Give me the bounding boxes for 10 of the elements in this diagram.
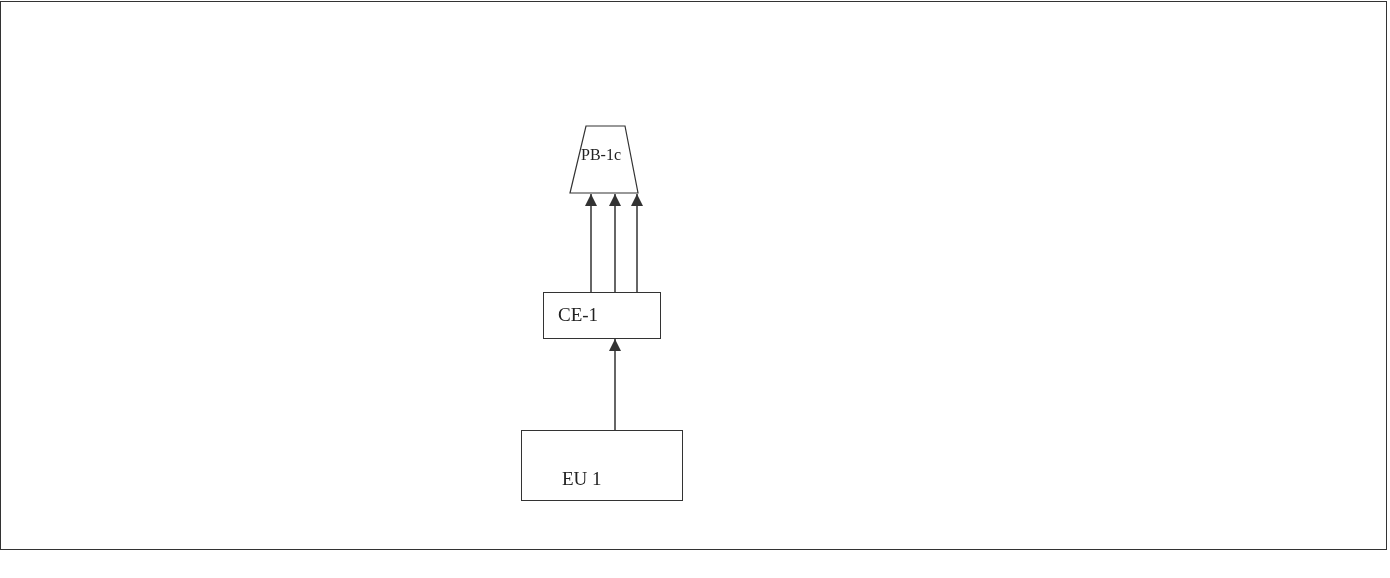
arrow [585,193,597,293]
node-label: CE-1 [558,303,599,327]
arrow [609,193,621,293]
node-label: PB-1c [581,145,621,165]
arrow [609,338,621,431]
process-box [521,430,683,501]
node-label: EU 1 [562,467,602,491]
arrow [631,193,643,293]
process-box [543,292,661,339]
trapezoid-node [569,125,639,194]
